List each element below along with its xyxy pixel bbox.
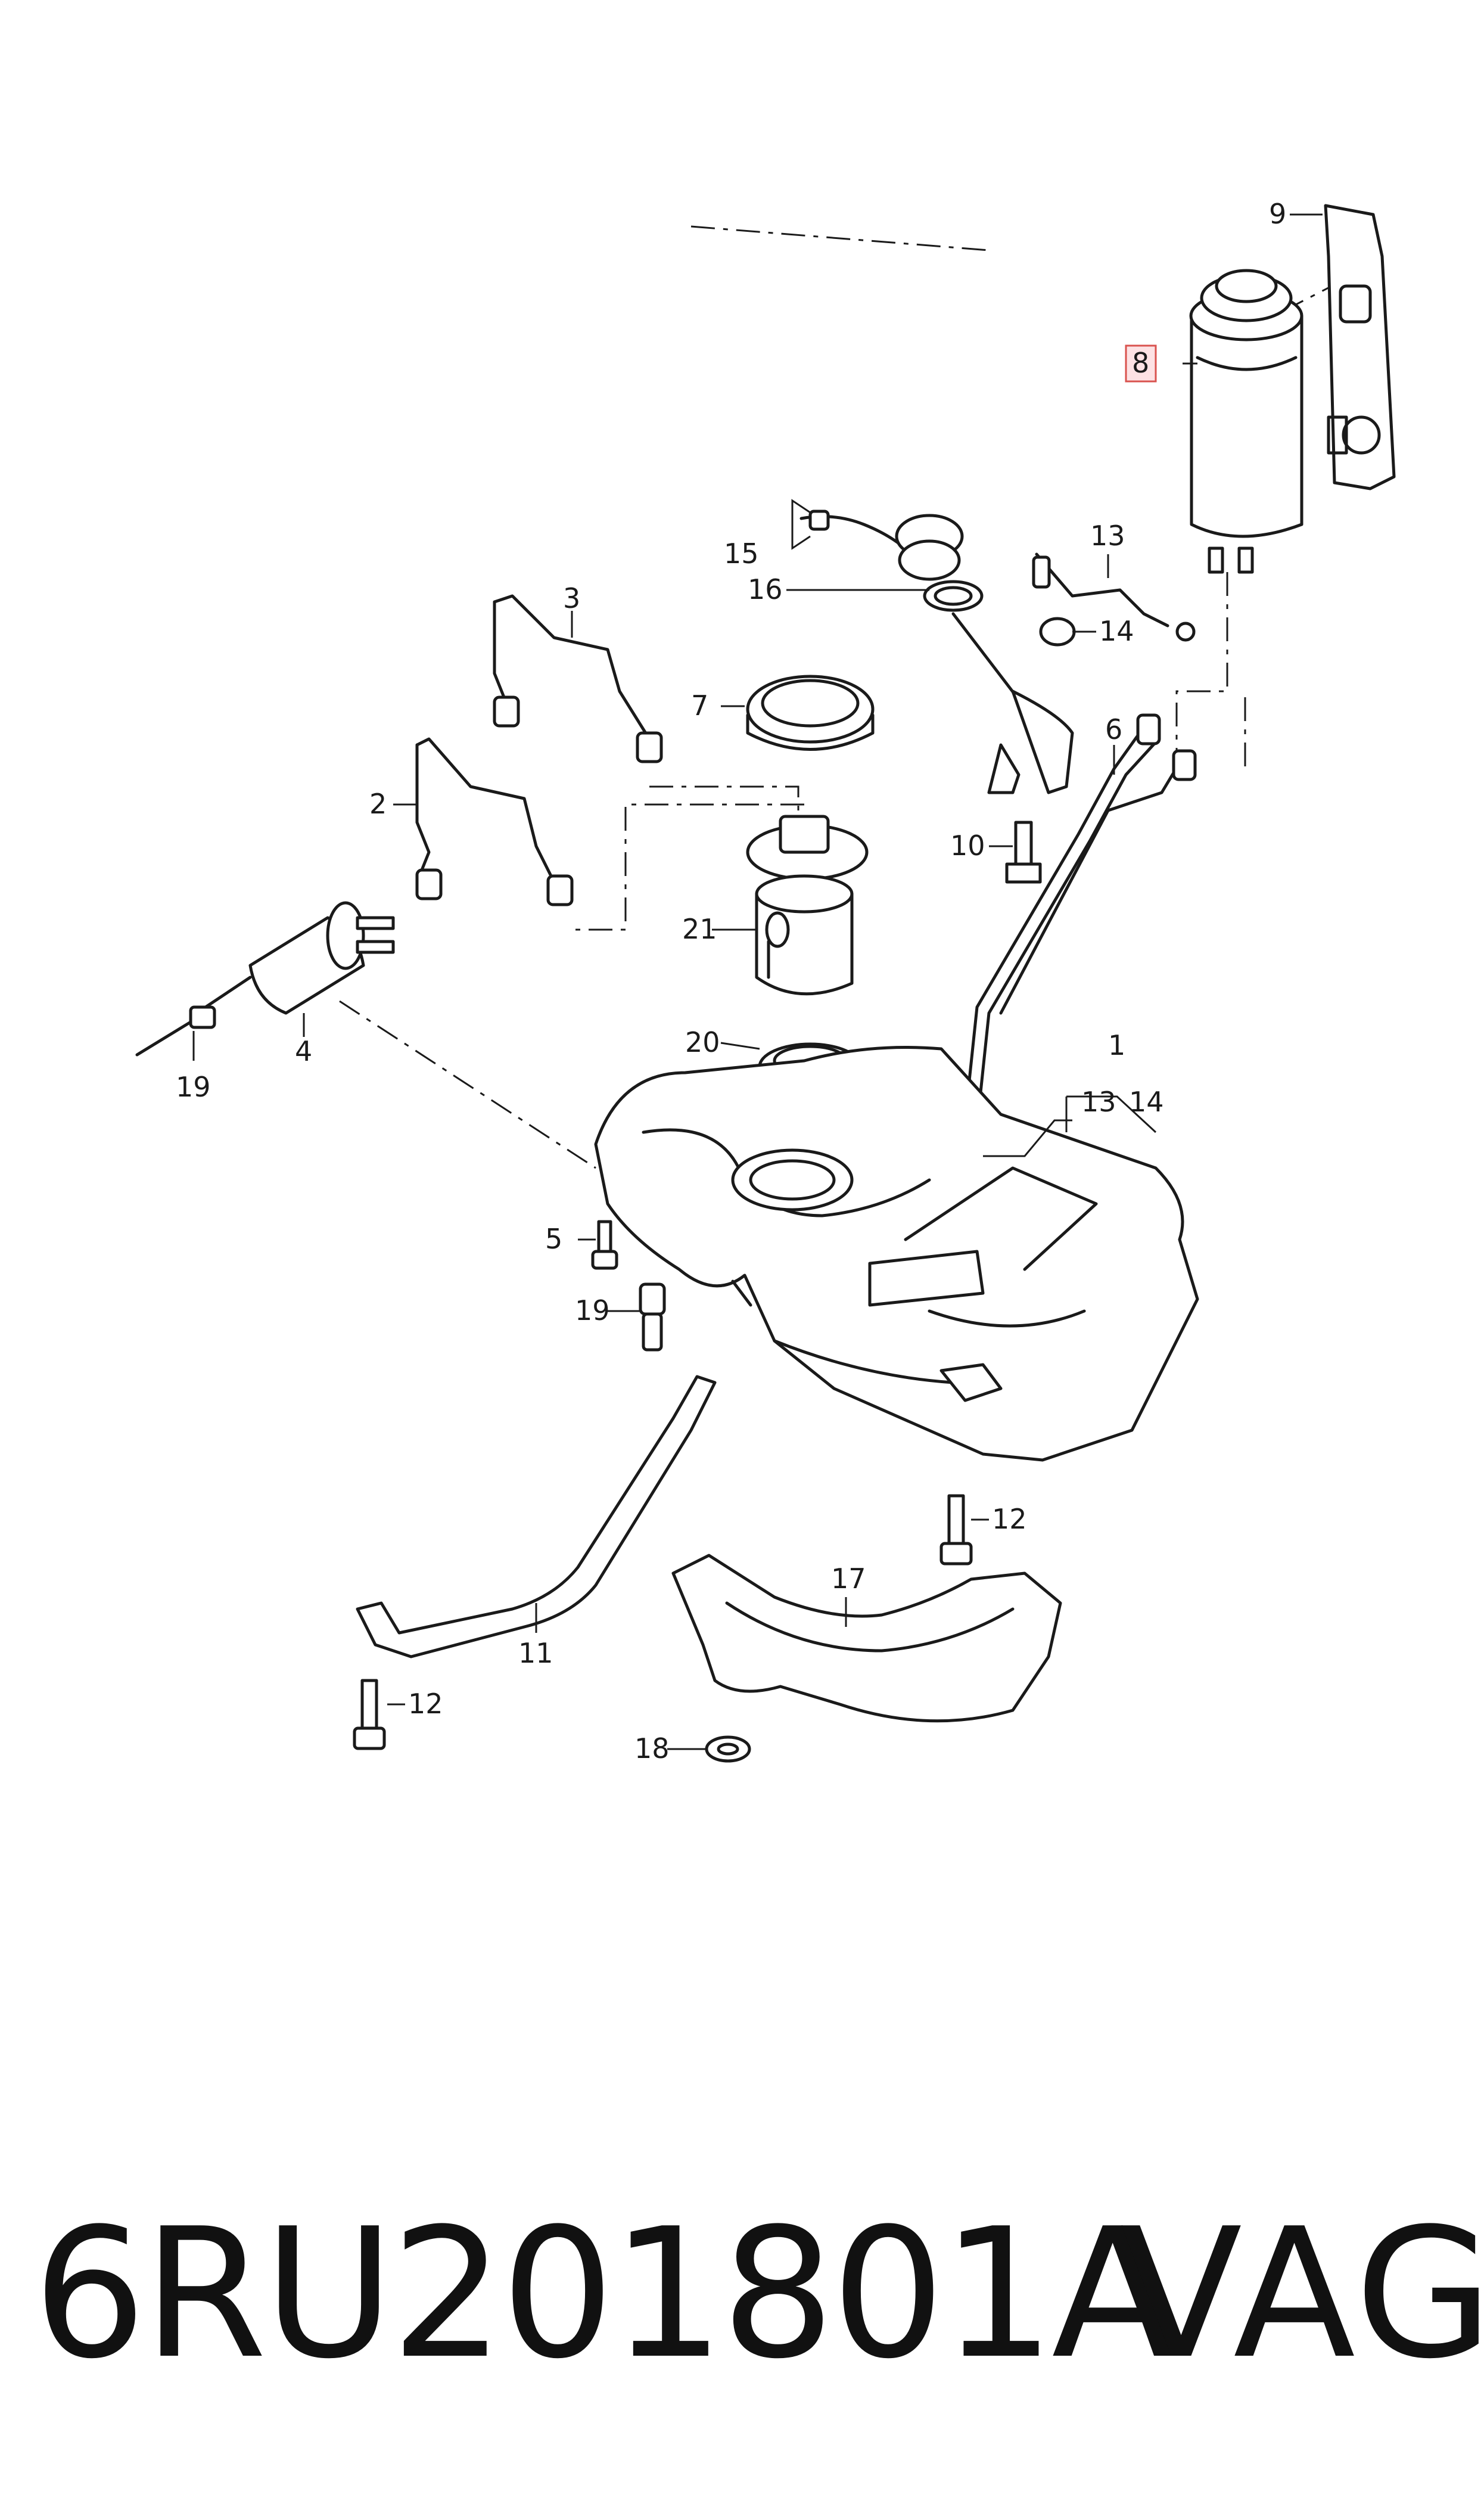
- callout-2: 2: [369, 788, 387, 820]
- callout-11: 11: [518, 1637, 553, 1669]
- callout-9: 9: [1269, 198, 1286, 230]
- callout-19-top: 19: [176, 1071, 211, 1103]
- part-3-fuel-line: [493, 594, 663, 763]
- callout-8-highlight: [1125, 344, 1157, 383]
- callout-21: 21: [682, 913, 717, 945]
- part-15-filler-cap: [799, 510, 984, 612]
- part-7-locking-ring: [746, 675, 875, 751]
- part-13-wire: [1032, 552, 1196, 647]
- callout-1-sub-14: 14: [1129, 1086, 1164, 1118]
- callout-12-right: 12: [992, 1503, 1027, 1535]
- callout-18: 18: [634, 1732, 670, 1765]
- callout-4: 4: [295, 1035, 312, 1067]
- callout-7: 7: [691, 689, 708, 722]
- callout-16: 16: [748, 573, 783, 605]
- callout-17: 17: [831, 1563, 866, 1595]
- filler-neck: [951, 612, 1074, 794]
- part-21-fuel-pump: [746, 815, 869, 996]
- part-4-fuel-filter: [135, 901, 395, 1057]
- callout-5: 5: [545, 1223, 562, 1255]
- part-8-canister: [1189, 269, 1303, 574]
- callout-6: 6: [1105, 713, 1122, 746]
- part-number: 6RU201801A: [33, 2190, 1174, 2398]
- callout-10: 10: [950, 830, 985, 862]
- part-12-bolts: [353, 1494, 973, 1750]
- part-10-bolt: [1005, 821, 1042, 884]
- callout-labels: 9 8 13 14 15 16 3 7 6 2 10 21 20 1 13 14…: [176, 198, 1286, 1765]
- callout-3: 3: [563, 582, 580, 614]
- brand-label: VAG: [1120, 2190, 1484, 2398]
- part-9-bracket: [1324, 204, 1396, 490]
- part-18-clip: [705, 1735, 751, 1763]
- part-17-heat-shield: [671, 1554, 1062, 1723]
- part-19-connector: [639, 1282, 666, 1352]
- part-1-fuel-tank: [594, 1046, 1199, 1462]
- part-11-strap: [356, 1375, 717, 1658]
- callout-13: 13: [1090, 520, 1125, 552]
- callout-14: 14: [1099, 615, 1134, 647]
- callout-19-bottom: 19: [575, 1294, 610, 1327]
- callout-20: 20: [685, 1026, 720, 1058]
- callout-8: 8: [1132, 347, 1149, 379]
- callout-1-sub-13: 13: [1081, 1086, 1116, 1118]
- leader-lines: [192, 213, 1323, 1750]
- part-5-screw: [591, 1220, 618, 1270]
- callout-15: 15: [724, 538, 759, 570]
- callout-12-left: 12: [408, 1688, 443, 1720]
- callout-1: 1: [1108, 1029, 1125, 1061]
- part-2-fuel-line: [415, 737, 574, 906]
